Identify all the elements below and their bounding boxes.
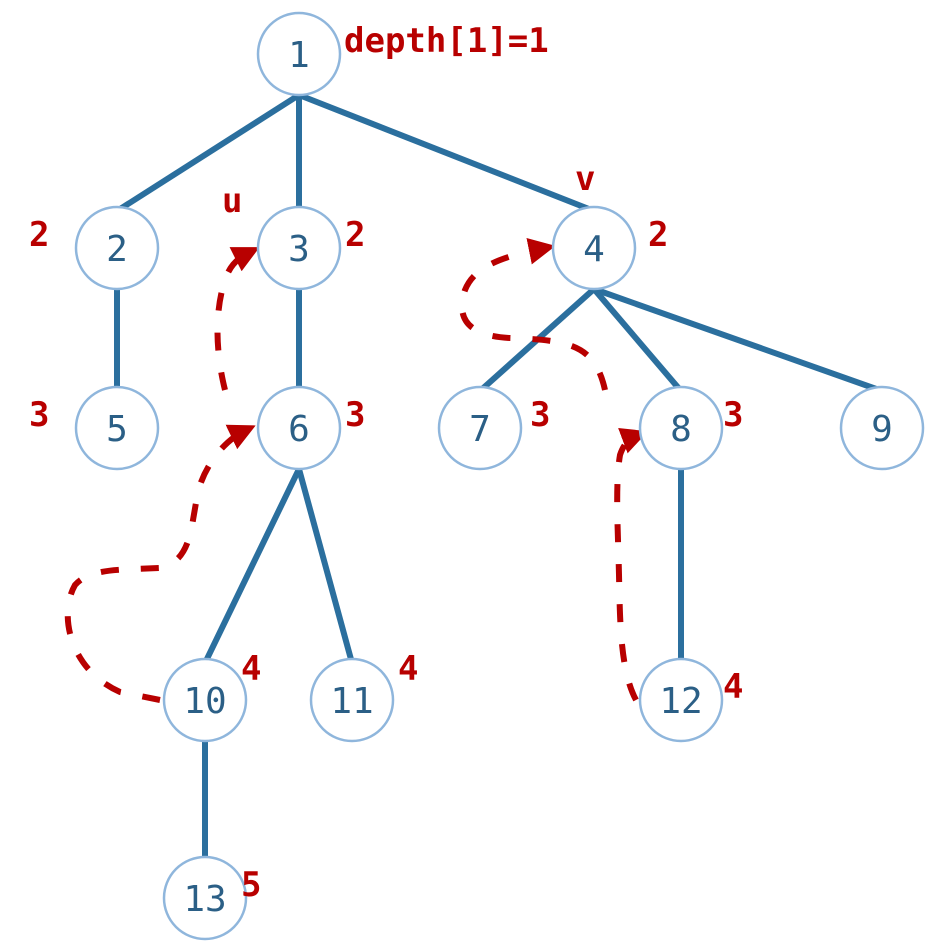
node-label: 9 (871, 409, 893, 450)
traversal-paths (64, 237, 649, 703)
node-circle (74, 385, 160, 471)
depth-label: 2 (345, 215, 365, 255)
node-label: 3 (288, 229, 310, 270)
edge-4-8 (591, 287, 684, 393)
node-circle (74, 205, 160, 291)
node-circle (256, 11, 342, 97)
node-10: 10 4 (162, 649, 261, 743)
node-1: 1 (256, 11, 342, 97)
node-circle (437, 385, 523, 471)
node-label: 13 (183, 879, 226, 920)
node-label: 8 (670, 409, 692, 450)
path-10-to-6 (64, 424, 256, 703)
path-6-to-3 (214, 247, 260, 391)
node-label: 1 (288, 35, 310, 76)
marker-v: v (575, 159, 595, 199)
depth-label: 3 (530, 395, 550, 435)
depth-label: 4 (723, 667, 743, 707)
node-circle (839, 385, 925, 471)
depth-label: 5 (241, 865, 261, 905)
node-label: 5 (106, 409, 128, 450)
edge-1-2 (115, 92, 301, 214)
depth-label: 3 (723, 395, 743, 435)
node-9: 9 (839, 385, 925, 471)
edge-1-4 (297, 92, 596, 214)
path-8-to-4 (459, 237, 608, 391)
edge-6-11 (296, 468, 355, 664)
node-circle (162, 657, 248, 743)
depth-title: depth[1]=1 (344, 21, 549, 61)
node-label: 11 (330, 681, 373, 722)
edge-4-9 (592, 286, 884, 394)
edge-6-10 (202, 467, 302, 665)
node-12: 12 4 (638, 657, 743, 743)
depth-label: 3 (345, 395, 365, 435)
node-circle (256, 205, 342, 291)
depth-label: 4 (241, 649, 261, 689)
depth-label: 3 (29, 395, 49, 435)
node-5: 53 (29, 385, 160, 471)
node-circle (256, 385, 342, 471)
node-label: 6 (288, 409, 310, 450)
node-circle (551, 205, 637, 291)
node-label: 12 (659, 681, 702, 722)
depth-label: 2 (29, 215, 49, 255)
node-label: 10 (183, 681, 226, 722)
node-label: 4 (583, 229, 605, 270)
node-circle (162, 855, 248, 941)
node-circle (638, 657, 724, 743)
depth-label: 2 (648, 215, 668, 255)
node-label: 2 (106, 229, 128, 270)
marker-u: u (222, 181, 242, 221)
node-2: 22 (29, 205, 160, 291)
node-11: 11 4 (309, 649, 418, 743)
node-circle (638, 385, 724, 471)
depth-label: 4 (398, 649, 418, 689)
node-circle (309, 657, 395, 743)
node-label: 7 (469, 409, 491, 450)
path-12-to-8 (614, 428, 649, 702)
node-13: 13 5 (162, 855, 261, 941)
